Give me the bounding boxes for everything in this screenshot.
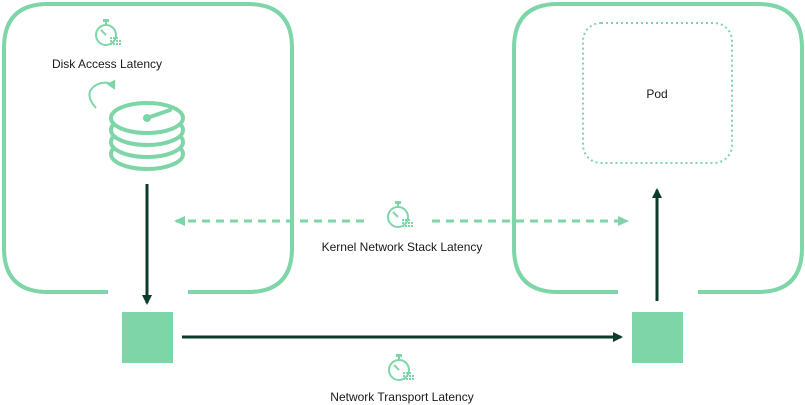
- stopwatch-icon: [95, 19, 121, 46]
- left-node-container: [2, 2, 294, 294]
- right-node-container: [512, 2, 804, 294]
- network-transport-latency-label: Network Transport Latency: [330, 390, 474, 404]
- stopwatch-icon: [387, 201, 413, 228]
- pod-label: Pod: [646, 87, 668, 101]
- disk-access-latency-label: Disk Access Latency: [51, 57, 163, 71]
- left-network-interface: [122, 312, 173, 363]
- right-network-interface: [632, 312, 683, 363]
- kernel-network-stack-latency-label: Kernel Network Stack Latency: [321, 240, 483, 254]
- pod-box: [582, 22, 733, 164]
- stopwatch-icon: [388, 354, 414, 381]
- disk-access-curve-arrow: [88, 79, 116, 109]
- disk-stack-icon: [109, 101, 185, 171]
